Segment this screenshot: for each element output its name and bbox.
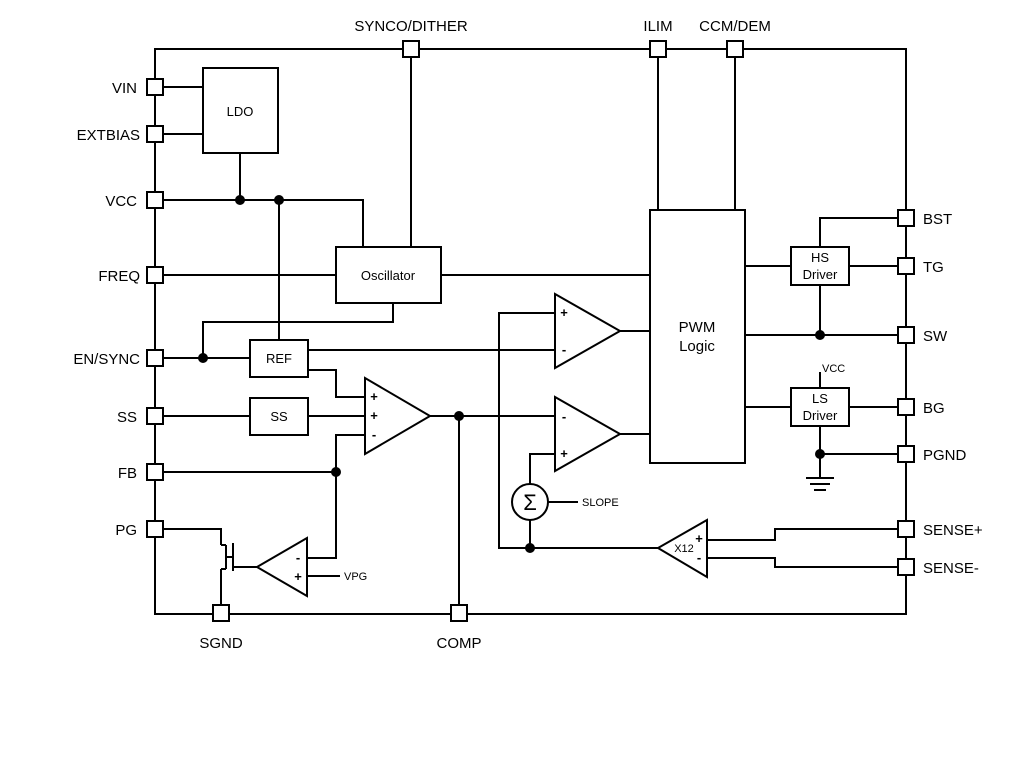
pin-en-sync (146, 349, 164, 367)
hs-driver-label: Driver (803, 267, 838, 282)
pg-comparator (255, 536, 308, 598)
pin-sense-plus (897, 520, 915, 538)
ls-label: LS (812, 391, 828, 406)
csa-minus: - (697, 550, 701, 565)
pin-extbias (146, 125, 164, 143)
vpg-label: VPG (344, 571, 367, 583)
right-pins: BST TG SW BG PGND SENSE+ SENSE- (897, 209, 983, 577)
pin-ilim (649, 40, 667, 58)
pin-pgnd-label: PGND (923, 447, 967, 464)
hs-label: HS (811, 250, 829, 265)
lower-comparator (554, 395, 623, 473)
current-sense-amplifier (656, 518, 708, 579)
pin-comp (450, 604, 468, 622)
pin-synco-dither-label: SYNCO/DITHER (354, 18, 468, 35)
hs-driver-block (790, 246, 850, 286)
upper-comp-minus: - (562, 342, 566, 357)
pin-sw (897, 326, 915, 344)
pin-synco-dither (402, 40, 420, 58)
pin-ss (146, 407, 164, 425)
pin-sgnd (212, 604, 230, 622)
pin-fb (146, 463, 164, 481)
top-pins: SYNCO/DITHER ILIM CCM/DEM (354, 18, 771, 58)
ref-block (249, 339, 309, 378)
pin-bg (897, 398, 915, 416)
summing-node (511, 483, 549, 521)
ref-label: REF (266, 351, 292, 366)
pin-freq (146, 266, 164, 284)
pin-pg (146, 520, 164, 538)
vcc-supply-label: VCC (822, 363, 845, 375)
error-amp-plus-2: + (370, 408, 378, 423)
upper-comp-plus: + (560, 305, 568, 320)
pin-vcc (146, 191, 164, 209)
pg-comp-minus: - (296, 550, 300, 565)
pin-sgnd-label: SGND (199, 635, 243, 652)
pin-ccm-dem-label: CCM/DEM (699, 18, 771, 35)
pin-comp-label: COMP (437, 635, 482, 652)
lower-comp-minus: - (562, 409, 566, 424)
pin-sw-label: SW (923, 328, 948, 345)
pwm-label: PWM (679, 319, 716, 336)
error-amplifier (364, 376, 432, 456)
x12-label: X12 (674, 543, 694, 555)
pin-sense-minus (897, 558, 915, 576)
slope-label: SLOPE (582, 497, 619, 509)
pin-vin (146, 78, 164, 96)
pin-extbias-label: EXTBIAS (77, 127, 140, 144)
pin-ccm-dem (726, 40, 744, 58)
junction-dots (198, 195, 825, 553)
logic-label: Logic (679, 338, 715, 355)
pin-ss-label: SS (117, 409, 137, 426)
pin-bst-label: BST (923, 211, 952, 228)
ss-block-label: SS (270, 409, 288, 424)
pg-comp-plus: + (294, 569, 302, 584)
bottom-pins: SGND COMP (199, 604, 482, 652)
ls-driver-label: Driver (803, 408, 838, 423)
sigma-symbol: Σ (523, 490, 537, 515)
pin-ilim-label: ILIM (643, 18, 672, 35)
pin-bst (897, 209, 915, 227)
pin-vcc-label: VCC (105, 193, 137, 210)
ss-block (249, 397, 309, 436)
pin-bg-label: BG (923, 400, 945, 417)
left-pins: VIN EXTBIAS VCC FREQ EN/SYNC SS FB PG (73, 78, 164, 539)
ldo-label: LDO (227, 104, 254, 119)
pin-tg (897, 257, 915, 275)
pin-sense-plus-label: SENSE+ (923, 522, 983, 539)
pin-freq-label: FREQ (98, 268, 140, 285)
ls-driver-block (790, 387, 850, 427)
pin-pg-label: PG (115, 522, 137, 539)
pin-vin-label: VIN (112, 80, 137, 97)
pwm-logic-block (649, 209, 746, 464)
pin-en-sync-label: EN/SYNC (73, 351, 140, 368)
csa-plus: + (695, 531, 703, 546)
error-amp-minus: - (372, 427, 376, 442)
pin-tg-label: TG (923, 259, 944, 276)
error-amp-plus-1: + (370, 389, 378, 404)
ldo-block (202, 67, 279, 154)
oscillator-label: Oscillator (361, 268, 416, 283)
pin-fb-label: FB (118, 465, 137, 482)
lower-comp-plus: + (560, 446, 568, 461)
pin-pgnd (897, 445, 915, 463)
pin-sense-minus-label: SENSE- (923, 560, 979, 577)
oscillator-block (335, 246, 442, 304)
upper-comparator (554, 292, 623, 370)
